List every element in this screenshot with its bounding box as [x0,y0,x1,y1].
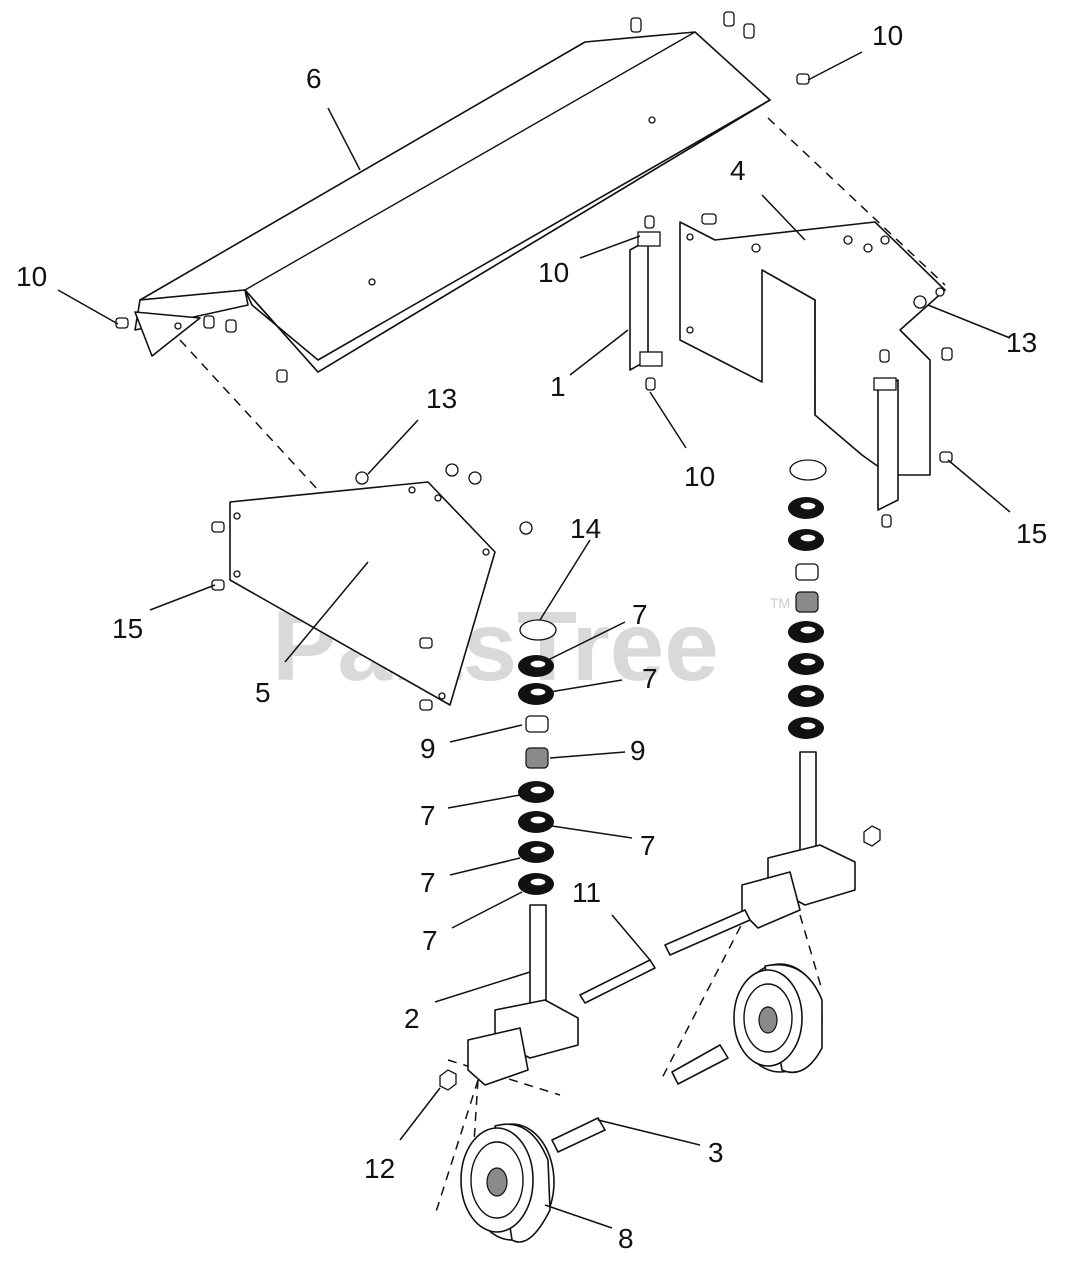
right-side-panel-part [679,213,946,476]
left-bracket-part [629,215,663,391]
callout-7: 7 [422,925,438,956]
callout-9: 9 [420,733,436,764]
callout-1: 1 [550,371,566,402]
callout-7: 7 [632,599,648,630]
callout-2: 2 [404,1003,420,1034]
callout-7: 7 [640,830,656,861]
leader-lines [57,51,1011,1229]
callout-labels: 6 10 10 10 10 4 13 1 13 15 14 15 5 7 7 9… [16,20,1047,1254]
cover-screws [115,11,810,383]
callout-13: 13 [426,383,457,414]
callout-10: 10 [538,257,569,288]
callout-7: 7 [420,867,436,898]
callout-6: 6 [306,63,322,94]
callout-10: 10 [684,461,715,492]
left-wheel-part [460,1123,555,1243]
callout-7: 7 [642,663,658,694]
assembly-lines [179,117,946,1216]
callout-10: 10 [16,261,47,292]
left-side-panel-part [211,463,533,711]
callout-7: 7 [420,800,436,831]
callout-9: 9 [630,735,646,766]
callout-5: 5 [255,677,271,708]
callout-8: 8 [618,1223,634,1254]
callout-14: 14 [570,513,601,544]
right-wheel-part [733,963,823,1074]
callout-3: 3 [708,1137,724,1168]
left-caster-assembly [439,619,656,1153]
top-cover-part [134,31,771,373]
callout-4: 4 [730,155,746,186]
right-caster-assembly [664,459,881,1085]
callout-15: 15 [1016,518,1047,549]
callout-12: 12 [364,1153,395,1184]
callout-13: 13 [1006,327,1037,358]
callout-10: 10 [872,20,903,51]
callout-15: 15 [112,613,143,644]
right-bracket-part [873,347,953,528]
watermark-trademark: TM [770,595,790,611]
callout-11: 11 [572,877,601,908]
